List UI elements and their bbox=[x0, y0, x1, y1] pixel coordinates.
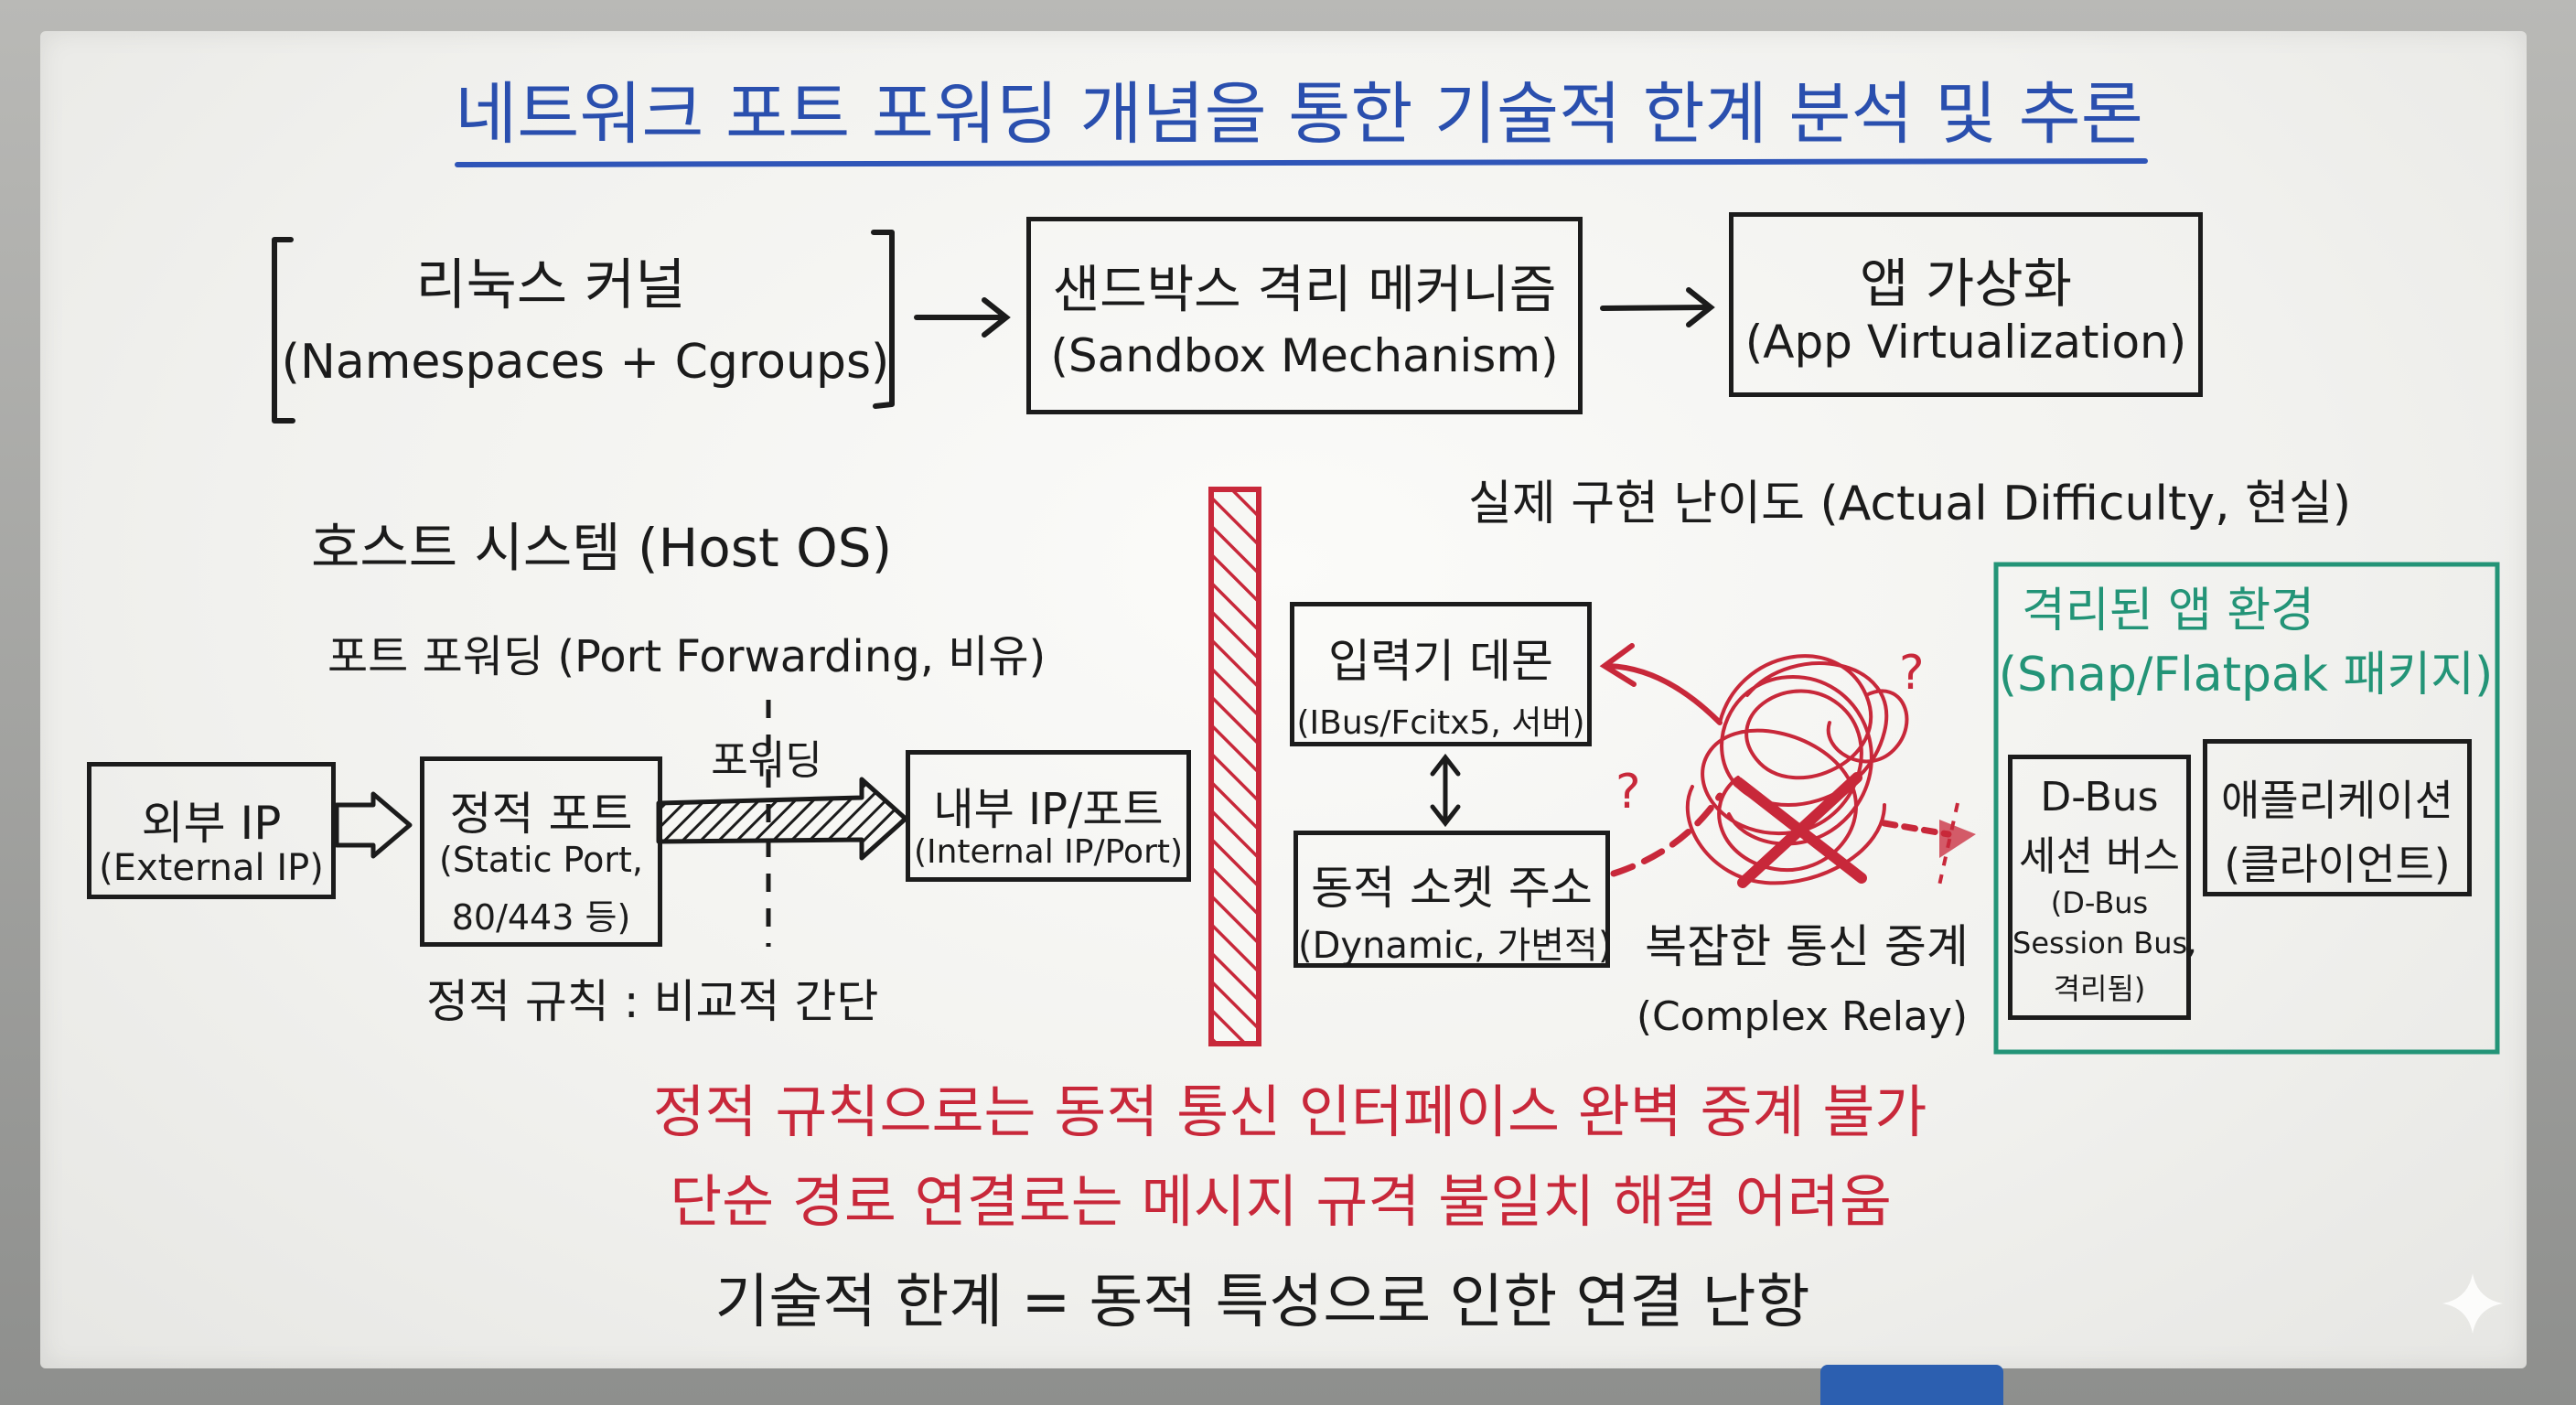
red-arrow-to-dbus bbox=[1881, 802, 1976, 886]
conclusion-red-line1: 정적 규칙으로는 동적 통신 인터페이스 완벽 중계 불가 bbox=[652, 1078, 1927, 1145]
dynamic-socket-name: 동적 소켓 주소 bbox=[1311, 862, 1593, 915]
red-x-mark bbox=[1733, 772, 1867, 888]
kernel-name: 리눅스 커널 bbox=[415, 253, 686, 317]
forwarding-arrow bbox=[656, 777, 908, 861]
ime-daemon-box: 입력기 데몬 (IBus/Fcitx5, 서버) bbox=[1290, 602, 1592, 746]
host-heading: 호스트 시스템 (Host OS) bbox=[311, 517, 893, 579]
client-app-line1: 애플리케이션 bbox=[2221, 776, 2453, 825]
sandbox-sub: (Sandbox Mechanism) bbox=[1050, 329, 1559, 382]
question-mark-left: ? bbox=[1615, 765, 1641, 820]
appvirt-name: 앱 가상화 bbox=[1860, 252, 2072, 315]
dbus-sub3: 격리됨) bbox=[2053, 971, 2146, 1006]
dbus-box: D-Bus 세션 버스 (D-Bus Session Bus, 격리됨) bbox=[2008, 755, 2197, 1020]
arrow-sandbox-to-appvirt bbox=[1600, 287, 1715, 327]
internal-ip-name: 내부 IP/포트 bbox=[933, 784, 1164, 835]
red-barrier-wall bbox=[1208, 487, 1261, 1046]
isolated-env-box bbox=[1993, 562, 2500, 1055]
internal-ip-box: 내부 IP/포트 (Internal IP/Port) bbox=[906, 750, 1191, 882]
kernel-sub: (Namespaces + Cgroups) bbox=[281, 335, 890, 390]
conclusion-red-line2: 단순 경로 연결로는 메시지 규격 불일치 해결 어려움 bbox=[670, 1168, 1892, 1235]
red-arrow-to-ime bbox=[1599, 643, 1723, 725]
red-dashed-socket-curve bbox=[1610, 792, 1723, 877]
conclusion-final: 기술적 한계 = 동적 특성으로 인한 연결 난항 bbox=[714, 1269, 1810, 1336]
dbus-line2: 세션 버스 bbox=[2019, 833, 2180, 880]
page-title: 네트워크 포트 포워딩 개념을 통한 기술적 한계 분석 및 추론 bbox=[455, 75, 2143, 154]
eraser bbox=[1820, 1365, 2003, 1405]
tangled-scribble bbox=[1685, 654, 1909, 885]
external-ip-box: 외부 IP (External IP) bbox=[87, 762, 336, 899]
static-rule-note: 정적 규칙 : 비교적 간단 bbox=[426, 975, 879, 1028]
sandbox-name: 샌드박스 격리 메커니즘 bbox=[1052, 261, 1557, 320]
dbus-line1: D-Bus bbox=[2040, 774, 2159, 820]
forwarding-label: 포워딩 bbox=[711, 737, 822, 784]
static-port-name: 정적 포트 bbox=[449, 788, 633, 841]
static-port-sub2: 80/443 등) bbox=[451, 897, 631, 938]
isolated-env-sub: (Snap/Flatpak 패키지) bbox=[1998, 648, 2494, 702]
title-underline bbox=[455, 158, 2148, 167]
complex-relay-name: 복잡한 통신 중계 bbox=[1645, 920, 1969, 973]
kernel-left-bracket bbox=[272, 237, 295, 424]
port-forwarding-heading: 포트 포워딩 (Port Forwarding, 비유) bbox=[327, 631, 1046, 682]
dynamic-socket-box: 동적 소켓 주소 (Dynamic, 가변적) bbox=[1293, 831, 1613, 968]
question-mark-top: ? bbox=[1899, 646, 1925, 701]
isolated-env-title: 격리된 앱 환경 bbox=[2022, 584, 2315, 638]
internal-ip-sub: (Internal IP/Port) bbox=[913, 833, 1184, 871]
sandbox-box: 샌드박스 격리 메커니즘 (Sandbox Mechanism) bbox=[1026, 217, 1583, 414]
external-ip-name: 외부 IP bbox=[141, 797, 282, 850]
arrow-ime-socket bbox=[1430, 753, 1461, 828]
ime-daemon-sub: (IBus/Fcitx5, 서버) bbox=[1296, 704, 1585, 742]
arrow-kernel-to-sandbox bbox=[914, 297, 1011, 338]
dbus-sub2: Session Bus, bbox=[2012, 926, 2197, 960]
dynamic-socket-sub: (Dynamic, 가변적) bbox=[1298, 925, 1613, 967]
appvirt-box: 앱 가상화 (App Virtualization) bbox=[1729, 212, 2203, 397]
whiteboard-surface bbox=[40, 31, 2527, 1368]
complex-relay-sub: (Complex Relay) bbox=[1636, 993, 1969, 1040]
kernel-right-bracket bbox=[871, 230, 895, 409]
appvirt-sub: (App Virtualization) bbox=[1744, 316, 2187, 369]
ime-daemon-name: 입력기 데몬 bbox=[1328, 635, 1553, 688]
difficulty-heading: 실제 구현 난이도 (Actual Difficulty, 현실) bbox=[1468, 477, 2352, 531]
static-port-box: 정적 포트 (Static Port, 80/443 등) bbox=[420, 756, 662, 947]
dbus-sub1: (D-Bus bbox=[2050, 885, 2149, 920]
external-ip-sub: (External IP) bbox=[99, 847, 324, 889]
arrow-external-to-static bbox=[334, 791, 413, 859]
static-port-sub1: (Static Port, bbox=[439, 840, 643, 880]
client-app-box: 애플리케이션 (클라이언트) bbox=[2203, 739, 2472, 896]
client-app-line2: (클라이언트) bbox=[2224, 840, 2451, 889]
